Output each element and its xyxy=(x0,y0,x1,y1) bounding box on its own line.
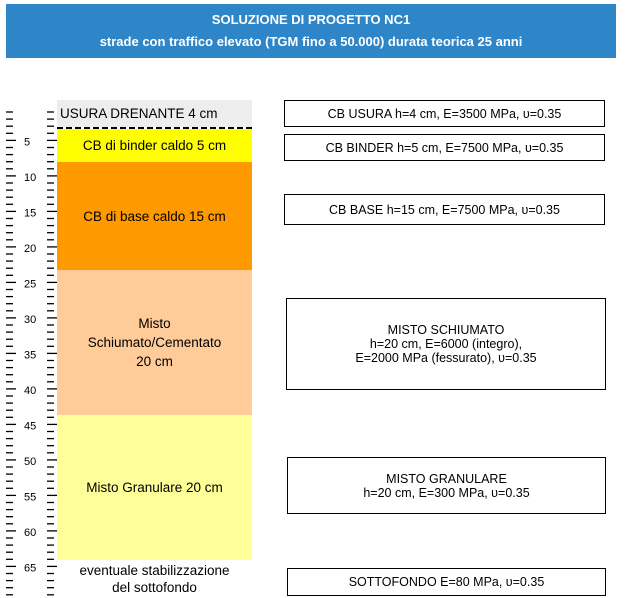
box-cb-usura: CB USURA h=4 cm, E=3500 MPa, υ=0.35 xyxy=(284,100,605,127)
box-cb-base: CB BASE h=15 cm, E=7500 MPa, υ=0.35 xyxy=(284,194,605,225)
ruler-label: 25 xyxy=(24,278,36,290)
ruler-label: 10 xyxy=(24,172,36,184)
layer-usura-drenante: USURA DRENANTE 4 cm xyxy=(57,100,252,127)
layer-binder-label: CB di binder caldo 5 cm xyxy=(82,138,227,153)
box-cb-binder-text: CB BINDER h=5 cm, E=7500 MPa, υ=0.35 xyxy=(325,140,564,155)
layer-binder: CB di binder caldo 5 cm xyxy=(57,129,252,162)
layer-misto-granulare: Misto Granulare 20 cm xyxy=(57,415,252,560)
ruler-label: 60 xyxy=(24,527,36,539)
box-cb-usura-text: CB USURA h=4 cm, E=3500 MPa, υ=0.35 xyxy=(327,106,562,121)
ruler-label: 30 xyxy=(24,314,36,326)
box-misto-schiumato: MISTO SCHIUMATO h=20 cm, E=6000 (integro… xyxy=(286,298,606,390)
layer-misto-schiumato-label: Misto Schiumato/Cementato 20 cm xyxy=(87,316,222,369)
layer-sottofondo-label: eventuale stabilizzazione del sottofondo xyxy=(79,563,230,595)
ruler-label: 40 xyxy=(24,385,36,397)
layer-sottofondo: eventuale stabilizzazione del sottofondo xyxy=(57,560,252,598)
ruler-label: 20 xyxy=(24,243,36,255)
box-cb-base-text: CB BASE h=15 cm, E=7500 MPa, υ=0.35 xyxy=(329,202,560,217)
depth-ruler: 510152025303540455055606570 xyxy=(6,111,57,598)
box-sottofondo: SOTTOFONDO E=80 MPa, υ=0.35 xyxy=(287,568,606,596)
page-subtitle: strade con traffico elevato (TGM fino a … xyxy=(99,34,523,49)
box-misto-granulare: MISTO GRANULARE h=20 cm, E=300 MPa, υ=0.… xyxy=(287,457,606,514)
ruler-label: 5 xyxy=(24,136,30,148)
title-banner: SOLUZIONE DI PROGETTO NC1 strade con tra… xyxy=(6,4,616,58)
layer-base-label: CB di base caldo 15 cm xyxy=(83,208,226,224)
page-title: SOLUZIONE DI PROGETTO NC1 xyxy=(211,12,411,27)
layer-separator-dashed xyxy=(57,127,252,130)
layer-base: CB di base caldo 15 cm xyxy=(57,162,252,270)
box-sottofondo-text: SOTTOFONDO E=80 MPa, υ=0.35 xyxy=(348,575,545,589)
box-misto-granulare-text: MISTO GRANULARE h=20 cm, E=300 MPa, υ=0.… xyxy=(363,471,530,500)
ruler-label: 35 xyxy=(24,349,36,361)
ruler-label: 50 xyxy=(24,456,36,468)
layer-misto-schiumato: Misto Schiumato/Cementato 20 cm xyxy=(57,270,252,415)
box-cb-binder: CB BINDER h=5 cm, E=7500 MPa, υ=0.35 xyxy=(284,134,605,161)
ruler-label: 15 xyxy=(24,207,36,219)
box-misto-schiumato-text: MISTO SCHIUMATO h=20 cm, E=6000 (integro… xyxy=(355,323,537,365)
layer-misto-granulare-label: Misto Granulare 20 cm xyxy=(86,480,223,495)
ruler-label: 45 xyxy=(24,420,36,432)
layer-usura-label: USURA DRENANTE 4 cm xyxy=(60,106,218,121)
ruler-label: 55 xyxy=(24,491,36,503)
ruler-label: 65 xyxy=(24,562,36,574)
